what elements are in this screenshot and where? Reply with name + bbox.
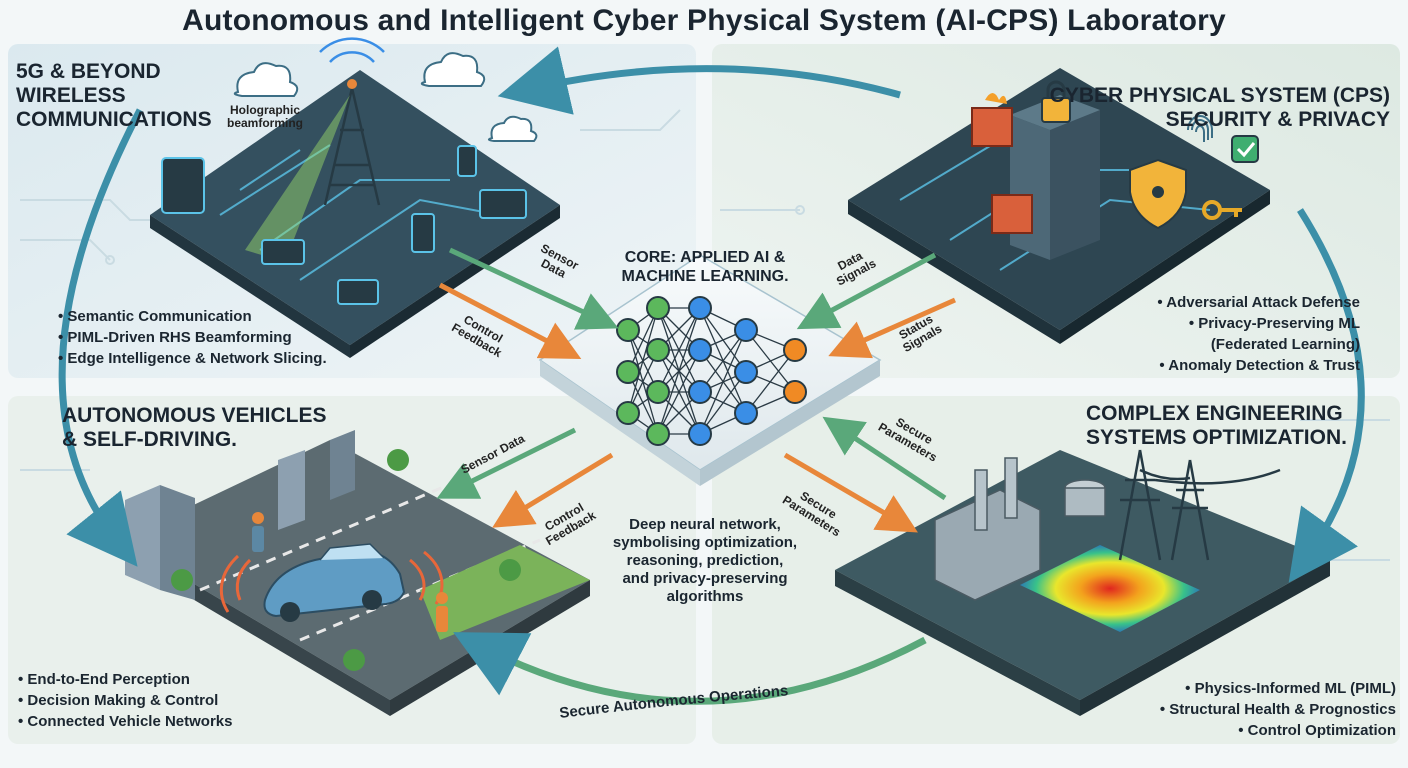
fingerprint-icon [1187, 115, 1213, 142]
security-bullet-4: Anomaly Detection & Trust [1157, 355, 1360, 376]
security-bullet-2: Privacy-Preserving ML [1157, 313, 1360, 334]
padlock-icon [1041, 80, 1071, 123]
holographic-callout: Holographic beamforming [226, 103, 303, 130]
security-title: CYBER PHYSICAL SYSTEM (CPS) SECURITY & P… [1049, 84, 1390, 131]
key-icon [1202, 200, 1242, 220]
beam-icon [245, 95, 350, 262]
nn-edge [657, 307, 701, 393]
vehicles-title: AUTONOMOUS VEHICLES & SELF-DRIVING. [62, 404, 327, 451]
arrow-tl-out [438, 282, 582, 359]
nn-edge [699, 329, 747, 435]
nn-node [616, 401, 640, 425]
arrow-tr-in [796, 252, 937, 330]
wireless-bullets: Semantic Communication PIML-Driven RHS B… [58, 306, 326, 369]
car-icon [219, 543, 444, 622]
nn-node [646, 338, 670, 362]
nn-node [783, 338, 807, 362]
secure-operations-arrow [453, 632, 927, 705]
cloud-icon [233, 52, 538, 142]
pedestrian-icon [252, 512, 448, 632]
power-pylon-icon [1118, 449, 1281, 561]
firewall-icon [971, 93, 1033, 234]
nn-node [646, 380, 670, 404]
engineering-title: COMPLEX ENGINEERING SYSTEMS OPTIMIZATION… [1086, 402, 1347, 449]
nn-node [734, 401, 758, 425]
nn-node [646, 422, 670, 446]
nn-node [783, 380, 807, 404]
checkmark-icon [1231, 135, 1259, 163]
security-bullets: Adversarial Attack Defense Privacy-Prese… [1157, 292, 1360, 376]
device-icons [161, 145, 527, 305]
engineering-bullets: Physics-Informed ML (PIML) Structural He… [1160, 678, 1396, 741]
vehicles-bullets: End-to-End Perception Decision Making & … [18, 669, 232, 732]
nn-edge [657, 349, 701, 435]
nn-node [688, 338, 712, 362]
nn-node [616, 360, 640, 384]
nn-node [734, 360, 758, 384]
arrow-bl-out [492, 452, 614, 528]
shield-icon [1129, 158, 1187, 230]
core-description: Deep neural network, symbolising optimiz… [612, 516, 798, 605]
nn-node [616, 318, 640, 342]
nn-node [688, 422, 712, 446]
wireless-title: 5G & BEYOND WIRELESS COMMUNICATIONS [16, 60, 212, 131]
nn-node [688, 380, 712, 404]
nn-edge [657, 307, 701, 435]
arrow-bl-in [436, 427, 577, 499]
nn-node [646, 296, 670, 320]
nn-edge [627, 307, 659, 414]
arrow-br-out [783, 452, 918, 533]
core-title: CORE: APPLIED AI & MACHINE LEARNING. [621, 249, 789, 285]
nn-node [688, 296, 712, 320]
nn-node [734, 318, 758, 342]
tree-icon [171, 449, 521, 671]
security-bullet-3: (Federated Learning) [1210, 336, 1360, 353]
neural-network-icon [616, 296, 807, 446]
arrow-tr-out [828, 297, 957, 359]
nn-edge [699, 371, 747, 435]
flow-arrows [436, 247, 957, 533]
security-bullet-1: Adversarial Attack Defense [1157, 292, 1360, 313]
factory-icon [934, 457, 1106, 601]
heatmap-icon [1020, 545, 1200, 632]
arrow-br-in [822, 416, 947, 501]
cell-tower-icon [319, 37, 385, 206]
page-title: Autonomous and Intelligent Cyber Physica… [182, 4, 1226, 37]
nn-edge [699, 329, 747, 393]
arrow-tl-in [448, 247, 619, 330]
nn-edge [745, 349, 796, 414]
